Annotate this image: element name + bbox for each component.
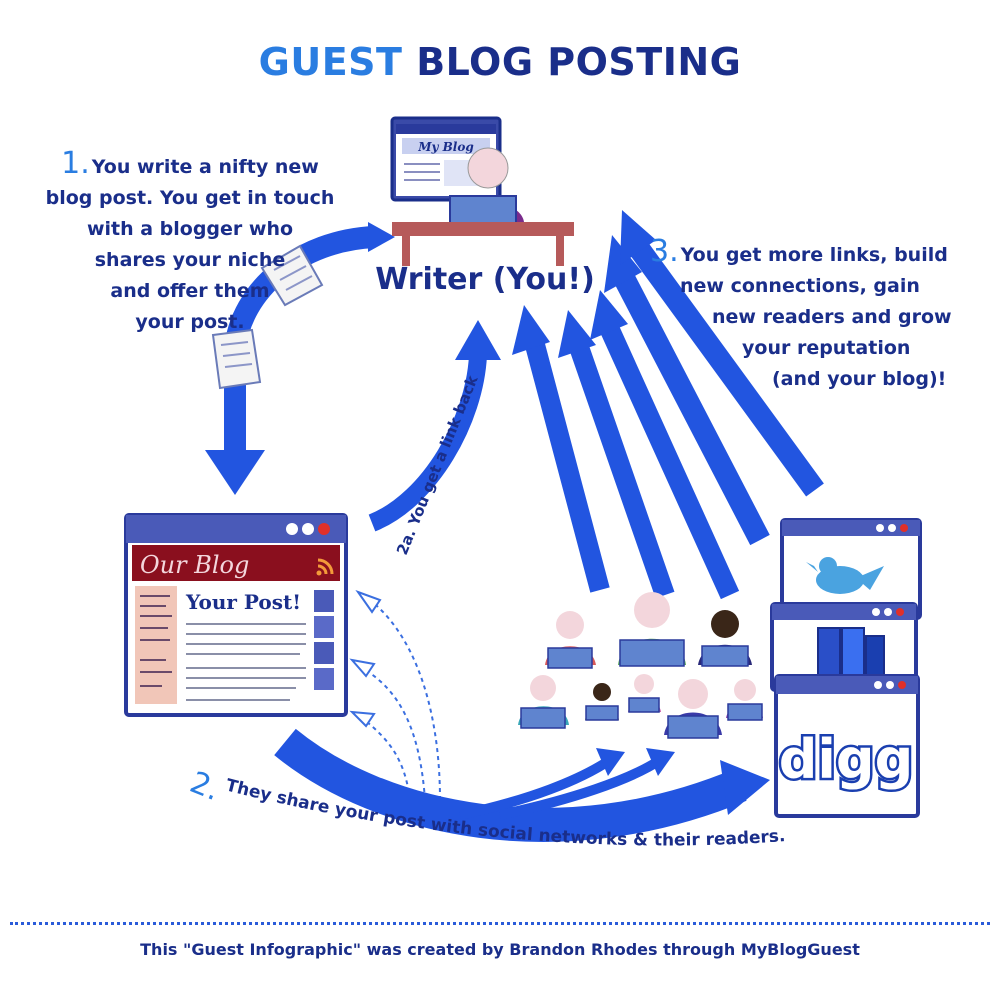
- reader-person-icon: [618, 592, 686, 667]
- twitter-bird-icon: [806, 557, 884, 594]
- step1-number: 1.: [61, 146, 90, 181]
- window-dot-icon: [286, 523, 298, 535]
- reader-person-icon: [698, 610, 752, 667]
- step3-number: 3.: [650, 234, 679, 269]
- page-title: GUEST BLOG POSTING: [0, 40, 1000, 84]
- footer-credit: This "Guest Infographic" was created by …: [140, 940, 860, 959]
- blog-post-title: Your Post!: [185, 590, 301, 614]
- title-part1: GUEST: [258, 40, 403, 84]
- window-dot-icon: [302, 523, 314, 535]
- step1-line: and offer them: [110, 280, 270, 302]
- writer-head: [467, 147, 509, 189]
- step3-line: You get more links, build: [680, 244, 948, 266]
- step3-line: new connections, gain: [680, 275, 920, 297]
- paper-sheet-icon: [211, 328, 262, 390]
- step1-line: blog post. You get in touch: [45, 187, 335, 209]
- step3-line: new readers and grow: [712, 306, 952, 328]
- paper-sheet-icon: [260, 244, 324, 307]
- footer-divider: [10, 922, 990, 925]
- step3-text: 3.You get more links, build new connecti…: [650, 236, 990, 395]
- arrows-readers-to-writer: [512, 290, 740, 600]
- reader-person-icon: [518, 675, 569, 729]
- readers-group: [518, 592, 763, 739]
- blog-header-title: Our Blog: [140, 551, 249, 579]
- blog-window: Our Blog Your Post!: [124, 513, 348, 717]
- digg-logo-text: digg: [779, 728, 913, 791]
- step2a-text: 2a. You get a link back: [393, 372, 482, 557]
- digg-window: digg: [774, 674, 920, 818]
- reader-person-icon: [726, 679, 763, 721]
- dotted-arrows-to-blog: [361, 599, 441, 801]
- step3-line: your reputation: [742, 337, 911, 359]
- reader-person-icon: [585, 683, 619, 721]
- step1-line: with a blogger who: [86, 218, 294, 240]
- writer-illustration: My Blog: [390, 116, 574, 266]
- reader-person-icon: [545, 611, 596, 669]
- dotted-arrowheads: [349, 589, 382, 728]
- rss-icon: [317, 558, 334, 575]
- step1-line: You write a nifty new: [91, 156, 319, 178]
- facebook-tiles-icon: [817, 627, 885, 681]
- arrows-social-to-writer: [604, 210, 824, 546]
- arrow-blog-to-social: [274, 728, 770, 842]
- step2-number: 2.: [185, 765, 225, 808]
- title-part2: BLOG POSTING: [416, 40, 742, 84]
- step1-line: your post.: [135, 311, 245, 333]
- writer-screen-title: My Blog: [417, 140, 474, 154]
- arrow-link-back: [368, 320, 501, 532]
- twitter-window: [780, 518, 922, 620]
- step3-line: (and your blog)!: [772, 368, 947, 390]
- step1-text: 1.You write a nifty new blog post. You g…: [30, 148, 350, 338]
- step1-line: shares your niche: [94, 249, 286, 271]
- reader-person-icon: [664, 679, 722, 739]
- reader-person-icon: [628, 674, 661, 713]
- window-close-icon: [318, 523, 330, 535]
- writer-label: Writer (You!): [375, 262, 595, 297]
